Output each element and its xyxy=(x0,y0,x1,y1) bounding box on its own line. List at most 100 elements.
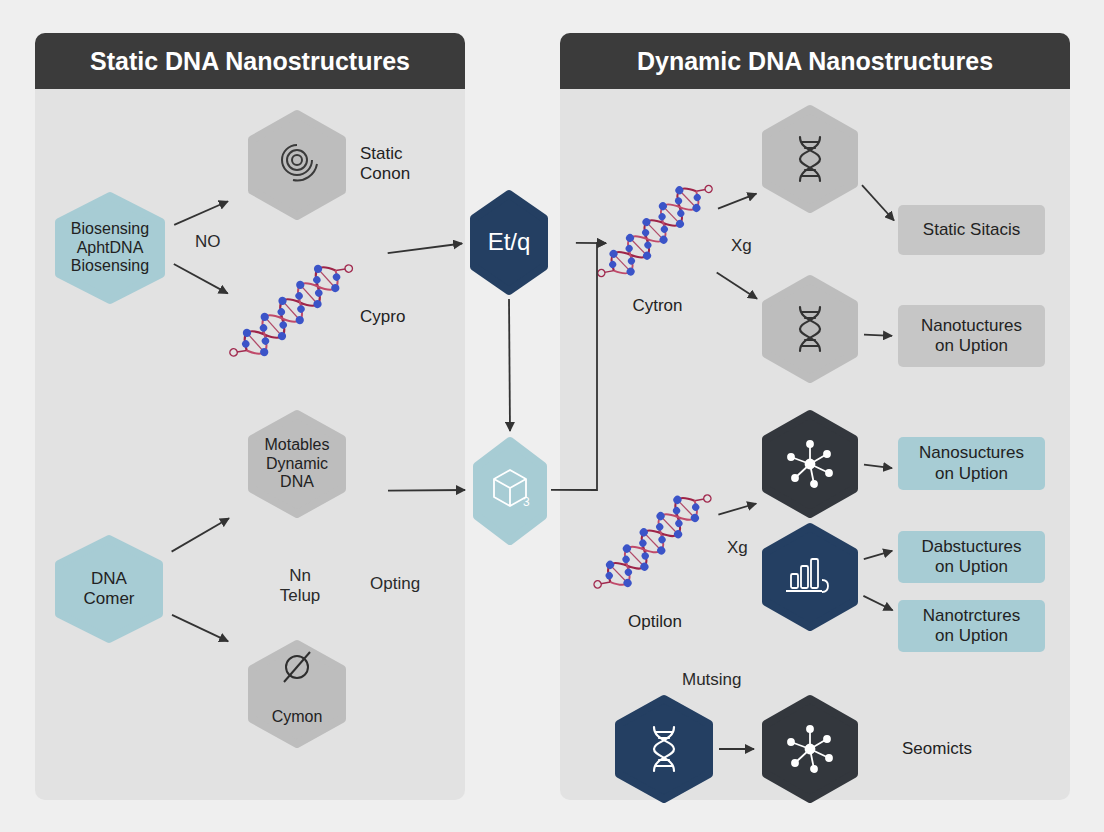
dna-helix-node: Optilon xyxy=(605,488,705,590)
panel: Dynamic DNA NanostructuresCytron Static S… xyxy=(560,33,1070,800)
free-label: Nn Telup xyxy=(272,566,328,607)
hexagon-content: Biosensing AphtDNA Biosensing xyxy=(55,192,165,304)
process-box: Nanotuctures on Uption xyxy=(898,305,1045,367)
hexagon-shape xyxy=(473,437,547,545)
hexagon-outline xyxy=(766,699,854,799)
dna-helix xyxy=(224,248,358,373)
panel-header: Dynamic DNA Nanostructures xyxy=(560,33,1070,89)
hexagon-content xyxy=(762,105,858,213)
bar-chart-icon xyxy=(786,559,828,592)
network-icon xyxy=(788,441,832,487)
dna-icon xyxy=(800,307,820,351)
node-text: Biosensing AphtDNA Biosensing xyxy=(65,220,155,277)
node-text: Static Conon xyxy=(360,144,426,185)
hexagon-content xyxy=(762,695,858,803)
node-text: DNA Comer xyxy=(73,569,145,609)
hexagon-outline xyxy=(766,109,854,209)
hexagon-shape xyxy=(762,275,858,383)
free-label: Mutsing xyxy=(682,670,762,690)
hexagon-node: Cymon xyxy=(248,640,346,748)
node-text: Dabstuctures on Uption xyxy=(916,537,1027,577)
arrow-connector xyxy=(864,335,892,336)
node-text: Static Sitacis xyxy=(923,220,1020,240)
hexagon-content: Et/q xyxy=(470,190,548,295)
arrow-connector xyxy=(172,615,228,642)
arrow-connector xyxy=(509,299,510,431)
hexagon-outline xyxy=(477,441,543,541)
network-icon xyxy=(788,726,832,772)
hexagon-content: DNA Comer xyxy=(55,535,163,643)
arrow-connector xyxy=(174,201,228,225)
hexagon-node xyxy=(762,105,858,213)
hexagon-node xyxy=(762,523,858,631)
arrow-connector xyxy=(388,244,462,254)
node-text: Seomicts xyxy=(902,739,1012,759)
hexagon-node xyxy=(762,275,858,383)
node-text: Optilon xyxy=(597,612,713,632)
node-text: Nanotuctures on Uption xyxy=(916,316,1027,356)
hexagon-content xyxy=(473,437,547,545)
hexagon-shape xyxy=(248,110,346,220)
hexagon-node xyxy=(762,410,858,518)
hexagon-outline xyxy=(619,699,709,799)
node-text: Nanotrctures on Uption xyxy=(916,606,1027,646)
free-label: NO xyxy=(195,232,235,252)
process-box: Dabstuctures on Uption xyxy=(898,531,1045,583)
panel-header: Static DNA Nanostructures xyxy=(35,33,465,89)
arrow-connector xyxy=(863,596,892,610)
arrow-connector xyxy=(576,242,606,244)
hexagon-content xyxy=(615,695,713,803)
panel: Static DNA NanostructuresBiosensing Apht… xyxy=(35,33,465,800)
hexagon-shape xyxy=(762,695,858,803)
free-label: Xg xyxy=(731,236,761,256)
node-text: Cypro xyxy=(360,307,430,327)
hexagon-shape xyxy=(615,695,713,803)
hexagon-content: Cymon xyxy=(248,640,346,748)
hexagon-content xyxy=(762,275,858,383)
hexagon-node: 3 xyxy=(473,437,547,545)
hexagon-outline xyxy=(252,414,342,514)
dna-helix-node: Cypro xyxy=(240,255,350,360)
node-text: Nanosuctures on Uption xyxy=(916,443,1027,483)
hexagon-outline xyxy=(474,194,544,291)
hexagon-shape xyxy=(762,105,858,213)
node-text: Et/q xyxy=(488,228,531,256)
arrow-connector xyxy=(864,465,892,468)
hexagon-outline xyxy=(766,527,854,627)
hexagon-node xyxy=(615,695,713,803)
node-text: 3 xyxy=(523,495,537,509)
arrow-connector xyxy=(718,504,756,515)
hexagon-shape xyxy=(762,410,858,518)
arrow-connector xyxy=(864,551,892,559)
arrow-connector xyxy=(718,194,756,209)
panel-title: Dynamic DNA Nanostructures xyxy=(637,47,993,76)
hexagon-shape xyxy=(762,523,858,631)
dna-helix xyxy=(592,170,717,292)
null-icon xyxy=(284,652,310,682)
cube-icon xyxy=(494,470,526,506)
hexagon-outline xyxy=(252,114,342,216)
hexagon-node: Static Conon xyxy=(248,110,346,220)
hexagon-content: Motables Dynamic DNA xyxy=(248,410,346,518)
hexagon-content xyxy=(762,523,858,631)
hexagon-node: Biosensing AphtDNA Biosensing xyxy=(55,192,165,304)
hexagon-outline xyxy=(59,196,161,300)
hexagon-node: Et/q xyxy=(470,190,548,295)
hexagon-content xyxy=(248,110,346,220)
node-text: Cytron xyxy=(600,296,715,316)
hexagon-shape xyxy=(248,640,346,748)
arrow-connector xyxy=(862,185,894,220)
arrow-connector xyxy=(717,272,757,298)
process-box: Nanosuctures on Uption xyxy=(898,437,1045,490)
arrow-connector xyxy=(551,243,606,490)
process-box: Static Sitacis xyxy=(898,205,1045,255)
free-label: Opting xyxy=(370,574,440,594)
hexagon-outline xyxy=(766,279,854,379)
panel-title: Static DNA Nanostructures xyxy=(90,47,410,76)
arrow-connector xyxy=(172,518,229,551)
hexagon-node: DNA Comer xyxy=(55,535,163,643)
hexagon-outline xyxy=(59,539,159,639)
